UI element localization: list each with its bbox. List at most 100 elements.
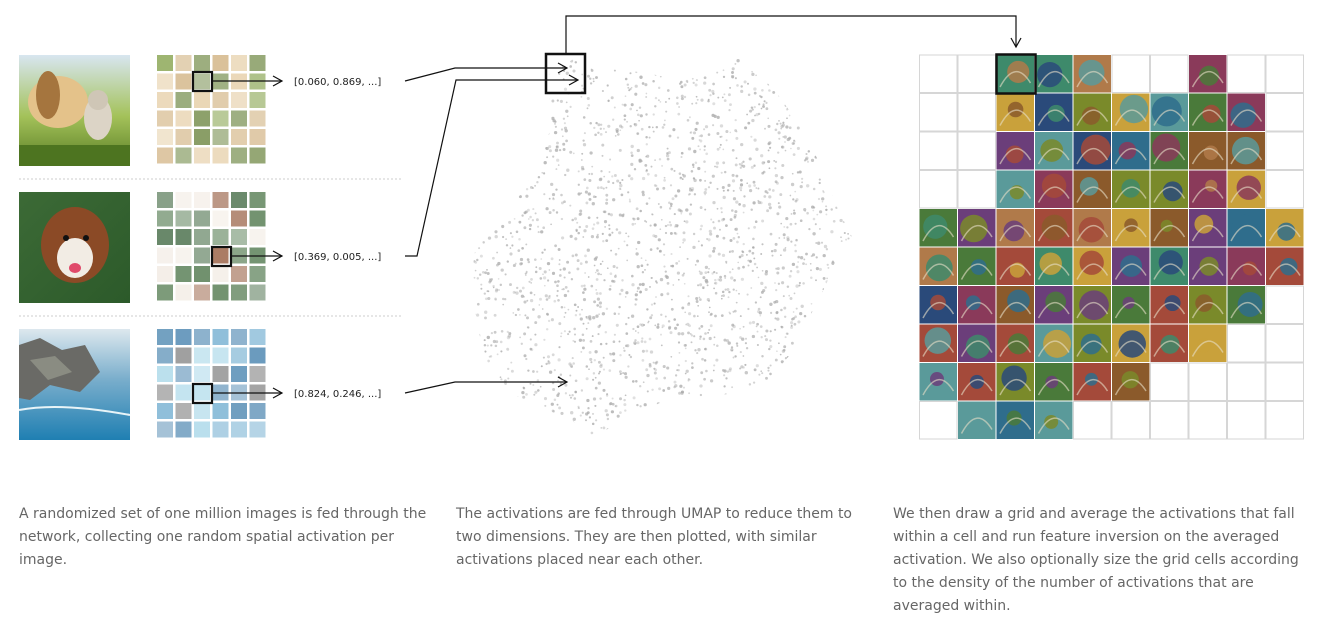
scatter-point xyxy=(611,352,616,356)
scatter-point xyxy=(778,342,780,345)
scatter-point xyxy=(842,75,845,78)
scatter-point xyxy=(554,419,559,424)
scatter-point xyxy=(721,96,724,99)
scatter-point xyxy=(827,359,830,362)
scatter-point xyxy=(649,285,651,288)
scatter-point xyxy=(478,247,481,250)
scatter-point xyxy=(543,270,547,274)
scatter-point xyxy=(687,417,690,420)
scatter-point xyxy=(702,337,706,341)
scatter-point xyxy=(530,171,533,175)
scatter-point xyxy=(735,289,738,292)
scatter-point xyxy=(825,127,829,131)
scatter-point xyxy=(754,60,758,63)
scatter-point xyxy=(530,348,534,352)
scatter-point xyxy=(750,287,753,289)
activation-atlas-diagram: [0.060, 0.869, ...] [0.369, 0.005, ...] … xyxy=(18,15,1304,440)
scatter-point xyxy=(704,271,708,274)
scatter-point xyxy=(676,136,680,139)
scatter-point xyxy=(726,370,729,373)
atlas-cell xyxy=(1112,363,1150,401)
scatter-point xyxy=(802,70,806,73)
scatter-point xyxy=(744,363,747,366)
scatter-point xyxy=(687,331,690,335)
scatter-point xyxy=(753,87,757,91)
scatter-point xyxy=(779,420,783,424)
scatter-point xyxy=(771,189,775,192)
scatter-point xyxy=(776,122,779,126)
scatter-point xyxy=(767,124,771,128)
scatter-point xyxy=(630,154,634,157)
scatter-point xyxy=(718,278,723,282)
scatter-point xyxy=(618,292,622,296)
scatter-point xyxy=(483,84,487,88)
scatter-point xyxy=(721,218,725,222)
grid-cell xyxy=(194,384,210,401)
scatter-point xyxy=(664,315,667,318)
scatter-point xyxy=(772,82,776,86)
scatter-point xyxy=(479,431,483,435)
scatter-point xyxy=(844,377,847,381)
scatter-point xyxy=(613,312,617,315)
scatter-point xyxy=(471,72,474,75)
scatter-point xyxy=(686,411,689,414)
scatter-point xyxy=(511,81,515,84)
scatter-point xyxy=(747,264,750,267)
scatter-point xyxy=(539,277,543,280)
scatter-point xyxy=(854,152,856,154)
grid-cell xyxy=(212,110,229,127)
scatter-point xyxy=(817,197,821,201)
scatter-point xyxy=(818,181,821,185)
scatter-point xyxy=(775,405,778,408)
scatter-point xyxy=(784,141,786,143)
scatter-point xyxy=(548,211,552,215)
scatter-point xyxy=(502,420,505,424)
scatter-point xyxy=(742,160,745,163)
scatter-point xyxy=(819,311,823,314)
scatter-point xyxy=(847,131,850,134)
scatter-point xyxy=(776,430,779,433)
scatter-point xyxy=(722,195,726,200)
scatter-point xyxy=(735,342,739,345)
scatter-point xyxy=(601,312,606,316)
scatter-point xyxy=(619,183,623,188)
scatter-point xyxy=(472,405,475,408)
umap-scatter xyxy=(470,58,856,440)
scatter-point xyxy=(697,284,700,287)
scatter-point xyxy=(600,170,603,173)
scatter-point xyxy=(732,197,737,201)
scatter-point xyxy=(836,262,840,266)
scatter-point xyxy=(682,241,684,244)
scatter-point xyxy=(795,284,799,288)
scatter-point xyxy=(661,326,664,329)
grid-cell xyxy=(249,129,266,145)
scatter-point xyxy=(497,201,501,205)
scatter-point xyxy=(563,293,568,298)
scatter-point xyxy=(476,418,479,421)
scatter-point xyxy=(670,298,673,301)
scatter-point xyxy=(697,145,700,148)
scatter-point xyxy=(695,95,698,98)
scatter-point xyxy=(831,390,835,394)
scatter-point xyxy=(703,425,707,429)
scatter-point xyxy=(753,257,756,260)
scatter-point xyxy=(585,201,589,205)
scatter-point xyxy=(740,142,744,147)
scatter-point xyxy=(840,406,844,410)
atlas-cell xyxy=(1073,170,1111,208)
scatter-point xyxy=(839,362,842,365)
scatter-point xyxy=(627,191,630,194)
scatter-point xyxy=(498,434,502,439)
scatter-point xyxy=(784,378,788,382)
scatter-point xyxy=(563,126,568,130)
scatter-point xyxy=(582,143,587,147)
scatter-point xyxy=(654,159,656,161)
scatter-point xyxy=(833,403,837,406)
scatter-point xyxy=(573,397,577,400)
grid-cell xyxy=(249,347,266,364)
scatter-point xyxy=(607,124,611,128)
scatter-point xyxy=(761,372,764,375)
scatter-point xyxy=(586,248,590,252)
scatter-arrows xyxy=(404,15,1022,394)
scatter-point xyxy=(501,93,504,96)
